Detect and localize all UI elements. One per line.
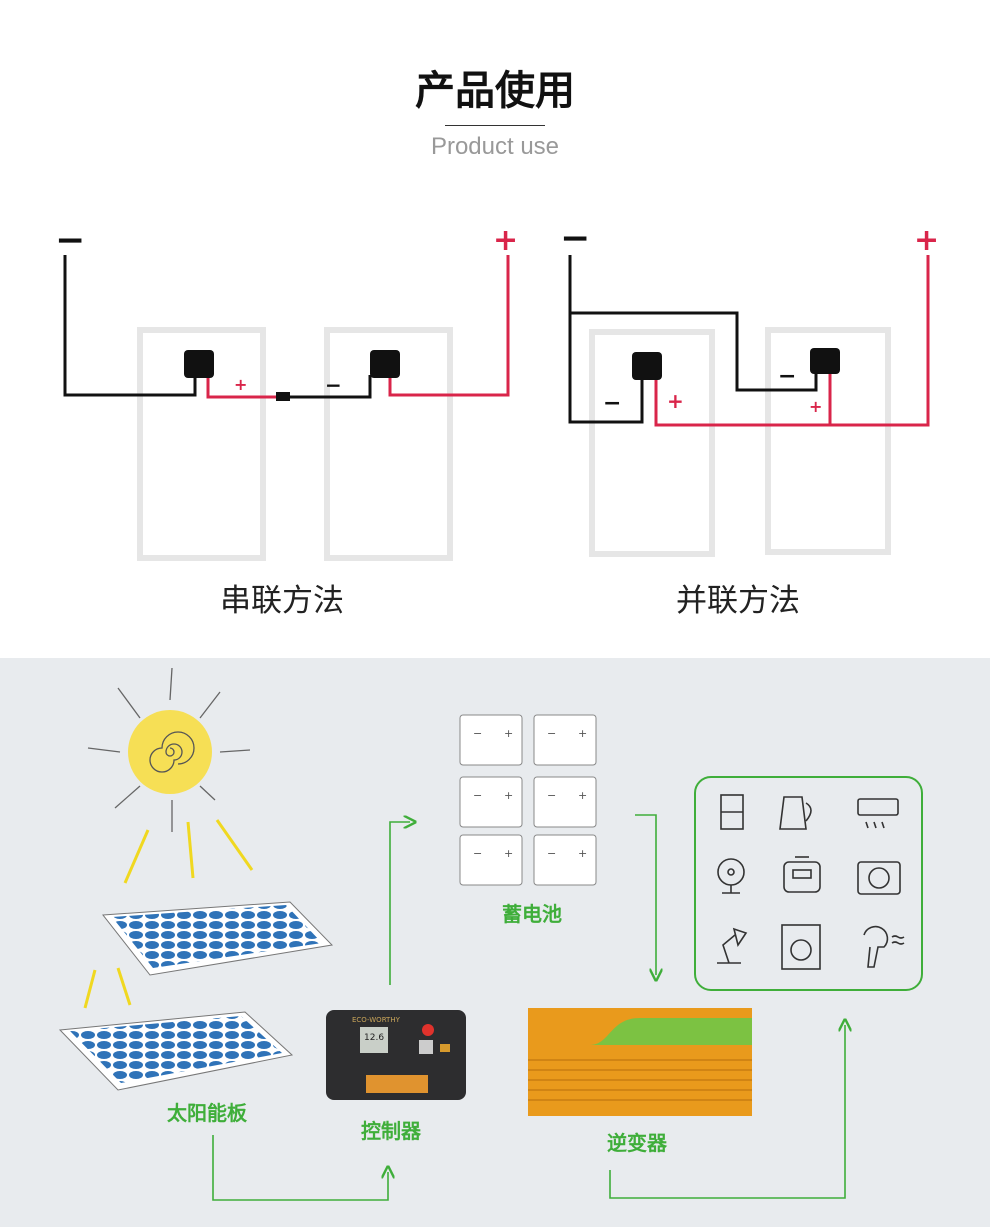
controller-label: 控制器 xyxy=(361,1119,421,1143)
sun-rays-arrows xyxy=(83,819,254,1009)
svg-text:−: − xyxy=(778,364,796,389)
junction-box-4 xyxy=(810,348,840,374)
charge-controller: ECO-WORTHY 12.6 xyxy=(326,1010,466,1100)
svg-text:+: + xyxy=(504,789,513,802)
terminal-block xyxy=(366,1075,428,1093)
inverter xyxy=(528,1008,752,1116)
rice-cooker-icon xyxy=(783,856,821,893)
svg-text:−: − xyxy=(547,789,556,802)
svg-text:+: + xyxy=(914,223,939,258)
title-divider xyxy=(445,125,545,126)
wiring-diagrams: − + + − − + − + − + xyxy=(55,218,939,561)
controller-display xyxy=(360,1027,388,1053)
svg-text:−: − xyxy=(547,847,556,860)
svg-text:−: − xyxy=(547,727,556,740)
positive-wire xyxy=(388,255,510,397)
svg-text:−: − xyxy=(473,727,482,740)
plus-sign: + xyxy=(493,223,518,258)
solar-panel-upper xyxy=(102,901,334,976)
page-subtitle: Product use xyxy=(430,133,560,160)
minus-sign: − xyxy=(325,373,342,397)
parallel-method-label: 并联方法 xyxy=(676,583,800,619)
svg-text:−: − xyxy=(473,789,482,802)
inverter-label: 逆变器 xyxy=(607,1131,667,1155)
svg-text:+: + xyxy=(578,789,587,802)
junction-box-2 xyxy=(370,350,400,378)
connecting-wire-red xyxy=(206,375,280,399)
battery-bank xyxy=(459,714,597,886)
camera-icon xyxy=(857,861,901,895)
svg-text:+: + xyxy=(578,727,587,740)
appliance-icons xyxy=(717,794,905,970)
fridge-icon xyxy=(720,794,744,830)
battery-terminals: − + − + − + − + − + − + xyxy=(473,727,587,860)
series-diagram: − + + − xyxy=(55,220,518,561)
solar-panel-lower xyxy=(58,1011,294,1091)
controller-button xyxy=(422,1024,434,1036)
desk-lamp-icon xyxy=(717,927,748,964)
appliances-box xyxy=(694,776,923,991)
parallel-diagram: − + − + − + xyxy=(560,218,939,557)
solar-panel-1 xyxy=(137,327,266,561)
svg-text:−: − xyxy=(560,218,590,259)
svg-text:+: + xyxy=(667,389,684,413)
kettle-icon xyxy=(779,796,812,830)
flow-arrows xyxy=(212,814,845,1201)
junction-box-3 xyxy=(632,352,662,380)
fan-icon xyxy=(717,858,745,894)
junction-box-1 xyxy=(184,350,214,378)
svg-text:ECO-WORTHY: ECO-WORTHY xyxy=(352,1016,401,1024)
svg-text:−: − xyxy=(473,847,482,860)
page-title: 产品使用 xyxy=(415,68,575,114)
battery-label: 蓄电池 xyxy=(502,902,562,926)
connector xyxy=(276,392,290,401)
air-conditioner-icon xyxy=(857,798,899,829)
hair-dryer-icon xyxy=(863,925,905,968)
svg-text:12.6: 12.6 xyxy=(364,1033,384,1043)
svg-text:+: + xyxy=(809,397,822,416)
washing-machine-icon xyxy=(781,924,821,970)
svg-text:+: + xyxy=(504,847,513,860)
sun-icon xyxy=(87,667,251,832)
usb-ports xyxy=(419,1040,433,1054)
plus-sign: + xyxy=(234,375,247,394)
series-method-label: 串联方法 xyxy=(220,583,344,619)
svg-text:+: + xyxy=(504,727,513,740)
svg-text:−: − xyxy=(603,391,621,416)
minus-sign: − xyxy=(55,220,85,261)
solar-panel-label: 太阳能板 xyxy=(167,1101,247,1125)
svg-text:+: + xyxy=(578,847,587,860)
negative-wire xyxy=(63,255,197,397)
